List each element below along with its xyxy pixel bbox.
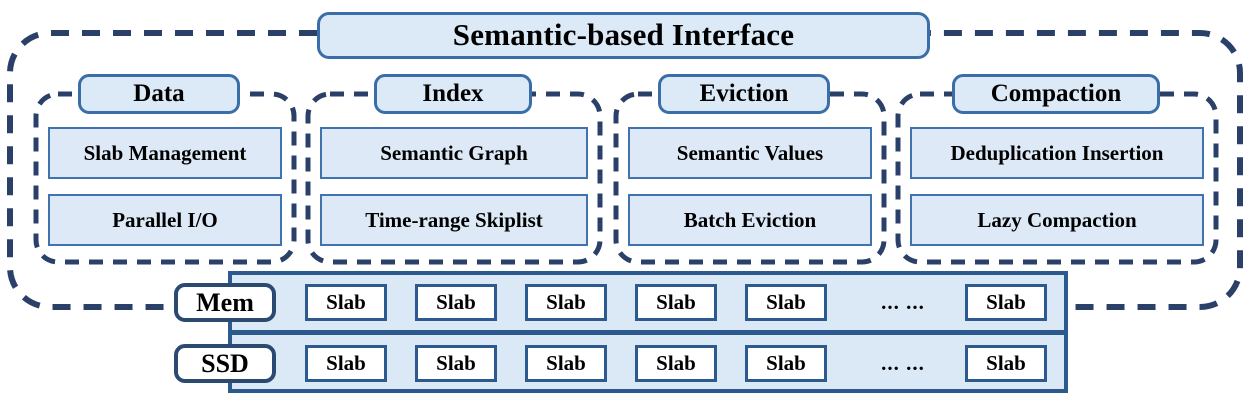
- slab-ssd-ellipsis: ... ...: [881, 351, 925, 376]
- group-item-eviction-0: Semantic Values: [628, 127, 872, 179]
- slab-mem-6: Slab: [965, 284, 1047, 321]
- slab-mem-ellipsis: ... ...: [881, 290, 925, 315]
- group-item-index-0: Semantic Graph: [320, 127, 588, 179]
- group-item-data-0: Slab Management: [48, 127, 282, 179]
- slab-ssd-6: Slab: [965, 345, 1047, 382]
- slab-ssd-1: Slab: [415, 345, 497, 382]
- storage-tier-divider: [228, 330, 1068, 335]
- slab-ssd-4: Slab: [745, 345, 827, 382]
- slab-ssd-2: Slab: [525, 345, 607, 382]
- group-title-compaction: Compaction: [952, 74, 1160, 114]
- slab-mem-2: Slab: [525, 284, 607, 321]
- tier-label-mem: Mem: [174, 283, 276, 322]
- group-item-index-1: Time-range Skiplist: [320, 194, 588, 246]
- group-item-data-1: Parallel I/O: [48, 194, 282, 246]
- group-title-index: Index: [374, 74, 532, 114]
- tier-label-ssd: SSD: [174, 344, 276, 383]
- slab-mem-1: Slab: [415, 284, 497, 321]
- slab-ssd-3: Slab: [635, 345, 717, 382]
- slab-mem-3: Slab: [635, 284, 717, 321]
- group-title-data: Data: [78, 74, 240, 114]
- slab-ssd-0: Slab: [305, 345, 387, 382]
- slab-mem-0: Slab: [305, 284, 387, 321]
- group-item-compaction-1: Lazy Compaction: [910, 194, 1204, 246]
- semantic-interface-header: Semantic-based Interface: [317, 12, 930, 59]
- group-title-eviction: Eviction: [658, 74, 830, 114]
- group-item-compaction-0: Deduplication Insertion: [910, 127, 1204, 179]
- group-item-eviction-1: Batch Eviction: [628, 194, 872, 246]
- slab-mem-4: Slab: [745, 284, 827, 321]
